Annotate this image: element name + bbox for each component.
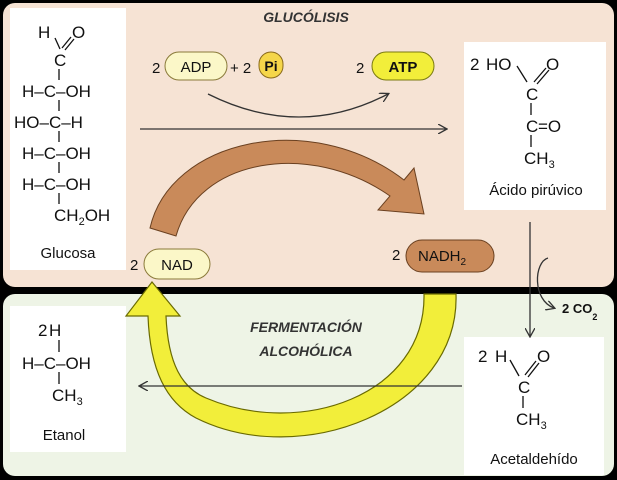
ethanol-label: Etanol xyxy=(43,427,86,444)
acetaldehyde-c: C xyxy=(518,378,530,397)
nadh2-text: NADH xyxy=(418,248,461,265)
acetaldehyde-coefficient: 2 xyxy=(478,347,487,366)
glucose-label: Glucosa xyxy=(40,245,96,262)
atp-coefficient: 2 xyxy=(356,60,364,77)
pyruvate-structure: 2 HO O C C =O CH3 Ácido pirúvico xyxy=(470,55,583,199)
nadh2-subscript: 2 xyxy=(461,257,467,268)
atp-pill xyxy=(371,51,435,81)
glucose-ch: CH xyxy=(54,206,79,225)
energy-group: 2 ADP + 2 Pi 2 ATP xyxy=(152,51,435,81)
acetaldehyde-co-bond-1 xyxy=(524,360,537,376)
acetaldehyde-h: H xyxy=(495,347,507,366)
acetaldehyde-box xyxy=(464,337,604,475)
ethanol-box xyxy=(10,306,126,452)
co2-text: 2 CO xyxy=(562,301,592,316)
ethanol-ch3-subscript: 3 xyxy=(77,396,83,408)
adp-coefficient: 2 xyxy=(152,60,160,77)
adp-label: ADP xyxy=(181,59,212,76)
glucose-c2: H–C–OH xyxy=(22,82,91,101)
acetaldehyde-structure: 2 H O C CH3 Acetaldehído xyxy=(478,347,578,468)
co2-label: 2 CO2 xyxy=(562,301,597,322)
pyruvate-ho: HO xyxy=(486,55,512,74)
glucose-c5: H–C–OH xyxy=(22,175,91,194)
acetaldehyde-o: O xyxy=(537,347,550,366)
glucose-double-bond-1 xyxy=(61,36,72,49)
nad-coefficient: 2 xyxy=(130,257,138,274)
glucose-c6: CH2OH xyxy=(54,206,110,228)
adp-to-atp-arrow xyxy=(207,94,388,118)
ethanol-ch: CH xyxy=(52,386,77,405)
ethanol-structure: 2 H H–C–OH CH3 Etanol xyxy=(22,321,91,444)
glucose-aldehyde-bond xyxy=(54,37,61,50)
adp-pill xyxy=(164,51,228,81)
acetaldehyde-ch: CH xyxy=(516,410,541,429)
nad-reduction-arrow xyxy=(149,139,425,237)
glucose-oh: OH xyxy=(85,206,111,225)
acetaldehyde-h-bond xyxy=(509,359,520,377)
pyruvate-ch: CH xyxy=(524,149,549,168)
glycolysis-title: GLUCÓLISIS xyxy=(263,8,349,25)
glucose-o: O xyxy=(72,23,85,42)
atp-label: ATP xyxy=(389,59,418,76)
nadh2-label: NADH2 xyxy=(418,248,467,268)
nadh2-coefficient: 2 xyxy=(392,247,400,264)
pyruvate-label: Ácido pirúvico xyxy=(489,182,582,199)
nad-pill xyxy=(143,248,211,280)
pyruvate-ch3: CH3 xyxy=(524,149,555,171)
glucose-ch-subscript: 2 xyxy=(79,216,85,228)
glucose-c3: HO–C–H xyxy=(14,113,83,132)
co2-subscript: 2 xyxy=(592,312,597,322)
acetaldehyde-ch3: CH3 xyxy=(516,410,547,432)
acetaldehyde-co-bond-2 xyxy=(527,362,540,378)
pyruvate-c1: C xyxy=(526,85,538,104)
ethanol-coefficient: 2 xyxy=(38,321,47,340)
pyruvate-box xyxy=(464,42,606,210)
co2-release-arrow xyxy=(536,257,554,308)
nad-regeneration-arrow xyxy=(124,281,457,438)
pyruvate-keto-o: =O xyxy=(538,117,561,136)
pyruvate-co-bond-2 xyxy=(536,69,550,85)
pyruvate-coefficient: 2 xyxy=(470,55,479,74)
pyruvate-c2: C xyxy=(526,117,538,136)
glucose-c4: H–C–OH xyxy=(22,144,91,163)
glucose-structure: H O C H–C–OH HO–C–H H–C–OH H–C–OH CH2OH … xyxy=(14,23,110,262)
ethanol-h: H xyxy=(49,321,61,340)
fermentation-title-line2: ALCOHÓLICA xyxy=(258,342,352,359)
pyruvate-ch3-subscript: 3 xyxy=(549,159,555,171)
nad-label: NAD xyxy=(161,257,193,274)
pi-label: Pi xyxy=(264,58,277,74)
ethanol-c: H–C–OH xyxy=(22,354,91,373)
glucose-box xyxy=(10,8,126,270)
glucose-double-bond-2 xyxy=(64,38,75,51)
glucose-h: H xyxy=(38,23,50,42)
pyruvate-co-bond-1 xyxy=(533,67,547,83)
glucose-c1: C xyxy=(54,51,66,70)
acetaldehyde-label: Acetaldehído xyxy=(490,451,578,468)
pi-coefficient: + 2 xyxy=(230,60,251,77)
pyruvate-o: O xyxy=(546,55,559,74)
acetaldehyde-ch3-subscript: 3 xyxy=(541,420,547,432)
fermentation-title-line1: FERMENTACIÓN xyxy=(250,318,363,335)
ethanol-ch3: CH3 xyxy=(52,386,83,408)
nadh2-pill xyxy=(405,239,495,273)
pi-pill xyxy=(258,51,284,79)
pyruvate-ho-bond xyxy=(516,65,528,83)
